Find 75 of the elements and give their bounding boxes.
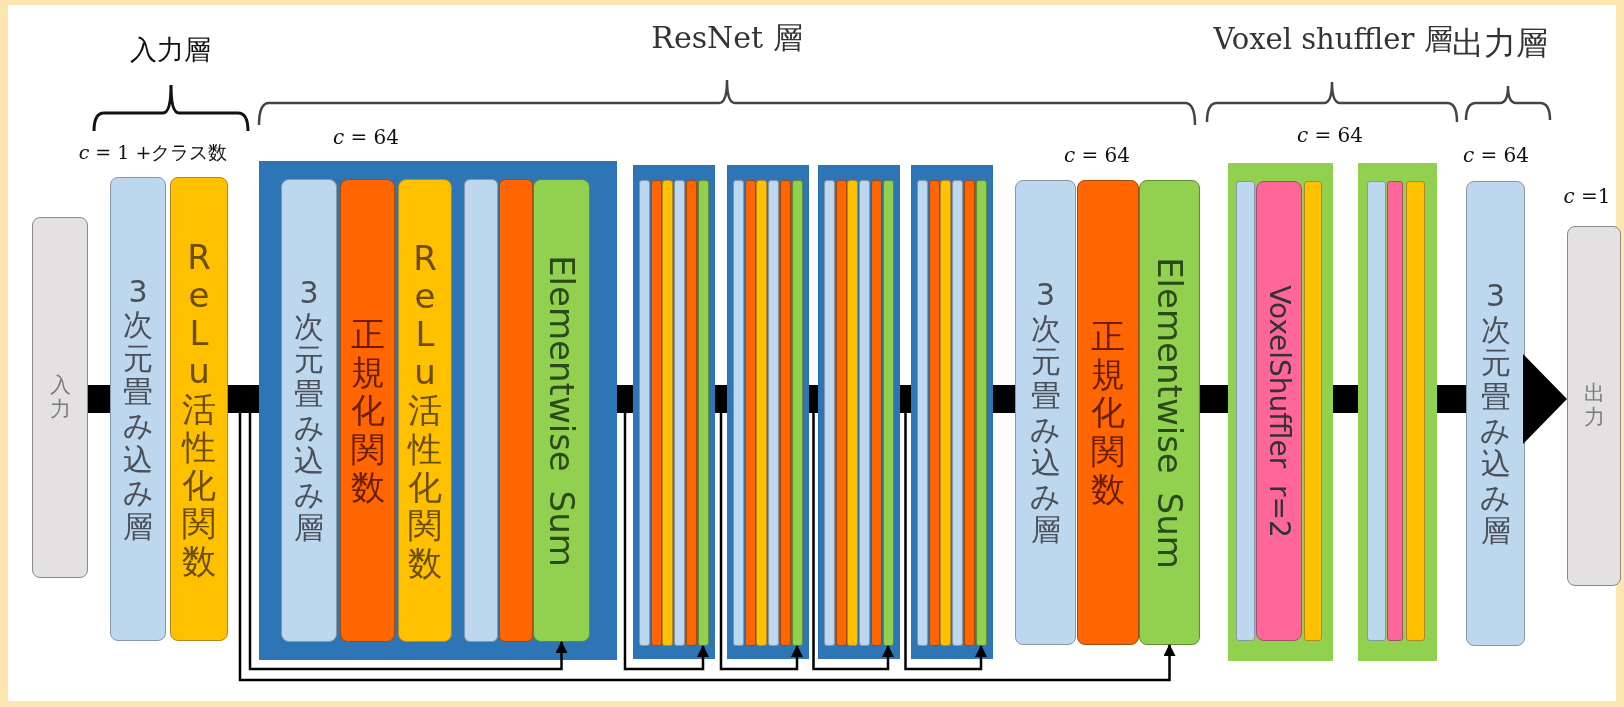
layer-strip [768,180,780,646]
layer-strip [824,180,835,646]
layer-strip [1406,181,1425,641]
layer-strip [963,180,975,646]
connector-bar [715,385,727,413]
layer-heading: Voxel shuffler 層 [1213,21,1453,58]
layer-strip [685,180,697,646]
block-panel [727,165,809,659]
sum-box [533,179,590,642]
connector-bar [809,385,818,413]
layer-strip [835,180,847,646]
block-panel [911,165,993,659]
channel-label: c = 1 +クラス数 [78,140,228,165]
normalization-box: 正規化関数 [340,179,395,642]
layer-strip [847,180,859,646]
layer-heading: 出力層 [1452,23,1548,64]
connector-bar [617,385,633,413]
layer-strip [859,180,871,646]
conv-layer-box: 3次元畳み込み層 [1015,180,1076,645]
channel-label: c = 64 [1462,143,1530,167]
layer-strip [756,180,768,646]
connector-bar [1200,385,1228,413]
sum-box [1139,180,1200,645]
layer-strip [662,180,674,646]
layer-strip [1236,181,1255,641]
normalization-box: 正規化関数 [1077,180,1139,645]
layer-strip [952,180,964,646]
conv-layer-box: 3次元畳み込み層 [281,179,337,642]
layer-strip [1304,181,1322,641]
connector-bar [228,385,259,413]
layer-strip [650,180,662,646]
layer-strip [674,180,686,646]
layer-strip [733,180,744,646]
connector-bar [993,385,1015,413]
layer-strip [697,180,709,646]
layer-strip [870,180,882,646]
layer-heading: 入力層 [129,33,211,67]
conv-layer-box: 3次元畳み込み層 [1466,181,1525,646]
layer-strip [940,180,952,646]
shuffler-panel [1228,163,1333,661]
layer-heading: ResNet 層 [651,18,803,57]
shuffler-panel [1358,163,1437,661]
channel-label: c = 64 [1296,123,1364,147]
activation-box: ReLu活性化関数 [170,177,228,641]
layer-strip [917,180,928,646]
channel-label: c = 64 [1063,143,1131,167]
data-box: 出力 [1567,226,1621,586]
layer-strip [1367,181,1386,641]
channel-label: c =1 [1563,184,1611,208]
connector-bar [1437,385,1466,413]
layer-strip [791,180,803,646]
layer-label: VoxelShuffler r=2 [1262,284,1296,538]
connector-bar [900,385,911,413]
block-panel [818,165,900,659]
block-panel [633,165,715,659]
connector-bar [88,385,110,413]
layer-strip [975,180,987,646]
block-panel [259,161,617,660]
arrow [1523,354,1567,444]
layer-strip [1387,181,1403,641]
channel-label: c = 64 [332,125,400,149]
activation-box: ReLu活性化関数 [398,179,452,642]
layer-strip [744,180,756,646]
conv-layer-box: 3次元畳み込み層 [110,177,166,641]
layer-label: Elementwise Sum [541,254,582,567]
layer-strip [779,180,791,646]
layer-strip [639,180,650,646]
layer-strip [464,179,498,642]
layer-label: Elementwise Sum [1149,256,1190,569]
connector-bar [1333,385,1358,413]
layer-strip [882,180,894,646]
layer-strip [499,179,533,642]
shuffle-box [1256,181,1302,641]
data-box: 入力 [32,217,88,578]
layer-strip [928,180,940,646]
